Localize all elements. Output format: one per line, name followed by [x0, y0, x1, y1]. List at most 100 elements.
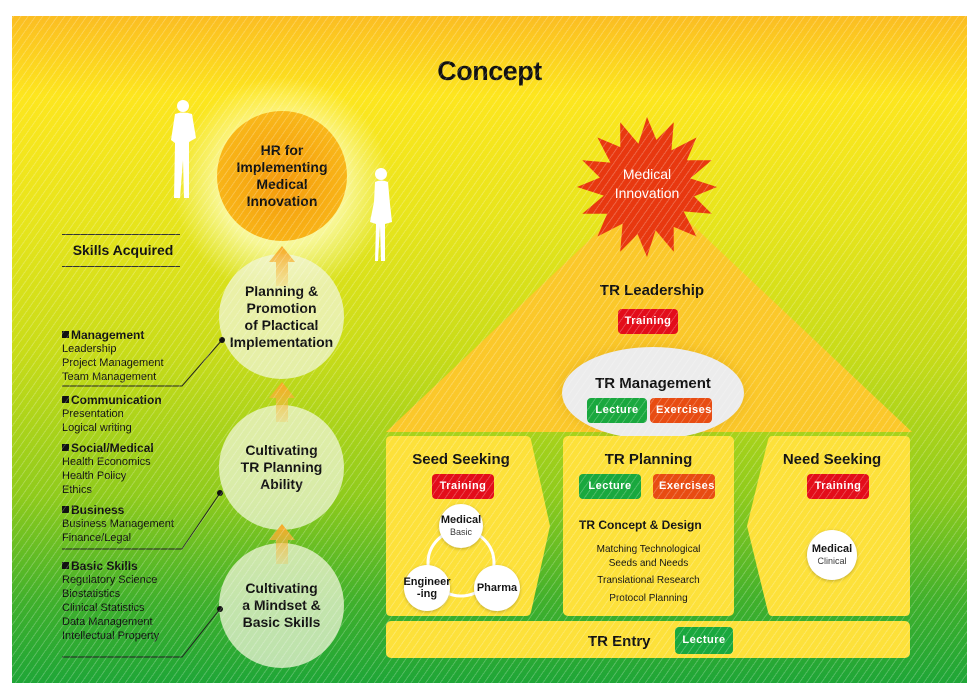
stage-line: Planning & [244, 282, 319, 299]
skill-item: Ethics [62, 484, 92, 496]
planning-item: Protocol Planning [609, 593, 688, 604]
stage-line: Ability [260, 476, 303, 492]
connector-line [62, 339, 223, 387]
stage-circle-tr-planning: Cultivating TR Planning Ability [219, 405, 344, 530]
bullet-square-icon [62, 562, 69, 569]
planning-item: Translational Research [597, 575, 700, 586]
divider [62, 234, 180, 235]
node-pharma: Pharma [474, 565, 520, 611]
up-arrow-icon [269, 382, 295, 422]
skill-heading-text: Basic Skills [71, 559, 138, 573]
exercises-badge: Exercises [650, 398, 712, 423]
stage-line: Implementation [229, 333, 334, 350]
concept-diagram: Concept HR for Implementing Medical Inno… [12, 16, 967, 683]
skill-item: Health Policy [62, 470, 127, 482]
skill-heading: Social/Medical [62, 441, 154, 455]
training-badge: Training [432, 474, 494, 499]
node-label: Engineer [403, 576, 451, 588]
stage-line: Promotion [246, 299, 317, 316]
entry-card [386, 621, 910, 658]
skill-heading: Communication [62, 393, 162, 407]
leadership-roof [386, 184, 912, 432]
need-seeking-title: Need Seeking [782, 451, 882, 468]
skill-item: Finance/Legal [62, 532, 132, 544]
medical-innovation-burst [577, 117, 717, 257]
page-title: Concept [437, 56, 542, 86]
skill-item: Presentation [62, 408, 124, 420]
management-title: TR Management [595, 375, 711, 392]
goal-line: Medical [256, 176, 308, 192]
training-badge: Training [618, 309, 678, 334]
skill-heading: Business [62, 503, 174, 517]
skill-item: Logical writing [62, 422, 132, 434]
stage-circle-planning-promotion: Planning & Promotion of Plactical Implem… [219, 254, 344, 379]
node-label: Medical [440, 514, 482, 526]
planning-title: TR Planning [604, 451, 693, 468]
skill-item: Health Economics [62, 456, 151, 468]
skill-group-basic-skills: Basic Skills Regulatory Science Biostati… [62, 559, 159, 643]
bullet-square-icon [62, 506, 69, 513]
bullet-square-icon [62, 396, 69, 403]
skill-item: Clinical Statistics [62, 602, 145, 614]
node-label: Medical [811, 543, 853, 555]
skill-heading-text: Social/Medical [71, 441, 154, 455]
up-arrow-icon [269, 246, 295, 286]
skill-heading: Basic Skills [62, 559, 159, 573]
skill-item: Intellectual Property [62, 630, 160, 642]
skill-group-management: Management Leadership Project Management… [62, 328, 164, 384]
node-label: Pharma [476, 582, 518, 594]
skills-title: Skills Acquired [72, 242, 174, 258]
bullet-square-icon [62, 331, 69, 338]
businesswoman-silhouette-icon [370, 168, 392, 261]
exercises-badge: Exercises [653, 474, 715, 499]
connector-line [62, 608, 221, 658]
stage-line: a Mindset & [242, 597, 321, 613]
node-sub-label: Basic [449, 527, 472, 537]
need-seeking-card [747, 436, 910, 616]
goal-line: Innovation [246, 193, 318, 209]
stage-line: Cultivating [245, 580, 318, 596]
lecture-badge: Lecture [675, 627, 733, 654]
planning-item: Matching Technological [596, 544, 701, 555]
node-medical-clinical: Medical Clinical [807, 530, 857, 580]
connector-dot [219, 337, 225, 343]
management-ellipse [562, 347, 744, 439]
goal-circle: HR for Implementing Medical Innovation [217, 111, 347, 241]
stage-line: of Plactical [244, 316, 319, 333]
up-arrow-icon [269, 524, 295, 564]
stage-line: Cultivating [245, 442, 318, 458]
burst-label: Medical Innovation [602, 165, 692, 203]
skill-group-social-medical: Social/Medical Health Economics Health P… [62, 441, 154, 497]
skill-item: Business Management [62, 518, 174, 530]
skill-connectors [62, 337, 225, 658]
stage-line: Basic Skills [242, 614, 321, 630]
divider [62, 266, 180, 267]
node-sub-label: Clinical [817, 556, 847, 566]
lecture-badge: Lecture [579, 474, 641, 499]
entry-title: TR Entry [588, 633, 651, 650]
node-engineering: Engineer -ing [403, 565, 451, 611]
training-badge: Training [807, 474, 869, 499]
skill-group-business: Business Business Management Finance/Leg… [62, 503, 174, 545]
skill-item: Biostatistics [62, 588, 121, 600]
skill-item: Data Management [62, 616, 153, 628]
seed-seeking-title: Seed Seeking [412, 451, 510, 468]
connector-dot [217, 490, 223, 496]
leadership-title: TR Leadership [599, 282, 705, 299]
skill-group-communication: Communication Presentation Logical writi… [62, 393, 162, 435]
burst-shape [577, 117, 717, 257]
goal-line: Implementing [236, 159, 328, 175]
skill-heading: Management [62, 328, 164, 342]
businessman-silhouette-icon [171, 100, 196, 198]
planning-subtitle: TR Concept & Design [579, 518, 702, 532]
node-label: -ing [416, 588, 438, 600]
skill-heading-text: Business [71, 503, 125, 517]
planning-item: Seeds and Needs [608, 558, 689, 569]
bullet-square-icon [62, 444, 69, 451]
burst-line: Innovation [614, 185, 680, 201]
connector-line [62, 492, 221, 550]
skill-item: Team Management [62, 371, 157, 383]
skill-heading-text: Communication [71, 393, 162, 407]
goal-line: HR for [260, 142, 304, 158]
connector-dot [217, 606, 223, 612]
